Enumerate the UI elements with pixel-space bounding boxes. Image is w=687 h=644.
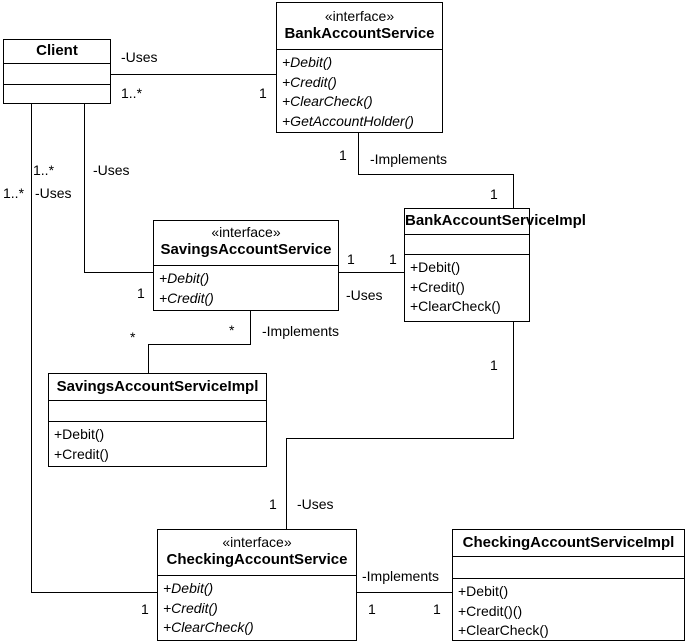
multiplicity-label: 1 [368,601,376,617]
client-attributes-compartment [4,64,110,85]
multiplicity-label: * [229,322,235,338]
checking-account-service-impl-operations: +Debit() +Credit()() +ClearCheck() [453,579,684,641]
operation-clear-check: +ClearCheck() [163,619,254,635]
savings-account-service-impl-header: SavingsAccountServiceImpl [49,374,266,401]
checking-account-service-operations: +Debit() +Credit() +ClearCheck() [158,576,356,638]
checking-account-service-impl-attributes [453,557,684,579]
savings-account-service-impl-operations: +Debit() +Credit() [49,422,266,464]
interface-stereotype: «interface» [222,534,292,550]
operation-get-account-holder: +GetAccountHolder() [282,112,414,129]
savings-account-service-impl-attributes [49,401,266,422]
operation-clear-check: +ClearCheck() [282,93,373,109]
interface-stereotype: «interface» [211,224,281,240]
role-label: -Implements [370,151,448,167]
operation-debit: +Debit() [458,583,509,599]
operation-credit: +Credit() [282,73,337,90]
operation-credit: +Credit() [54,445,109,462]
operation-credit: +Credit() [159,289,214,306]
operation-credit: +Credit() [410,278,465,295]
multiplicity-label: 1..* [33,162,55,178]
role-label: -Uses [121,49,158,65]
role-label: -Implements [362,568,440,584]
operation-debit: +Debit() [54,426,105,442]
bank-account-service-impl-class[interactable]: BankAccountServiceImpl +Debit() +Credit(… [404,208,586,322]
operation-credit: +Credit() [163,599,218,616]
multiplicity-label: 1 [389,251,397,267]
bank-account-service-impl-operations: +Debit() +Credit() +ClearCheck() [405,255,529,317]
multiplicity-label: 1..* [3,185,25,201]
multiplicity-label: 1 [490,186,498,202]
bank-account-service-impl-attributes [405,235,529,255]
operation-debit: +Debit() [410,259,461,275]
multiplicity-label: 1 [433,601,441,617]
multiplicity-label: 1 [490,357,498,373]
savings-account-service-header: «interface» SavingsAccountService [154,221,338,266]
multiplicity-label: * [130,329,136,345]
bank-account-service-operations: +Debit() +Credit() +ClearCheck() +GetAcc… [277,50,442,131]
operation-debit: +Debit() [163,580,214,596]
operation-clear-check: +ClearCheck() [458,622,549,638]
operation-debit: +Debit() [159,270,210,286]
client-class[interactable]: Client [3,39,111,104]
client-class-name: Client [36,42,78,59]
checking-account-service-impl-class[interactable]: CheckingAccountServiceImpl +Debit() +Cre… [452,529,685,641]
bank-account-service-impl-name: BankAccountServiceImpl [405,212,586,229]
savings-account-service-operations: +Debit() +Credit() [154,266,338,308]
operation-debit: +Debit() [282,54,333,70]
checking-account-service-impl-header: CheckingAccountServiceImpl [453,530,684,557]
assoc-bankimpl-checking [286,321,514,530]
checking-account-service-class[interactable]: «interface» CheckingAccountService +Debi… [157,529,357,641]
bank-account-service-impl-header: BankAccountServiceImpl [405,209,586,235]
role-label: -Uses [346,287,383,303]
multiplicity-label: 1 [141,601,149,617]
role-label: -Uses [35,185,72,201]
operation-credit: +Credit()() [458,602,523,619]
multiplicity-label: 1 [347,251,355,267]
checking-account-service-header: «interface» CheckingAccountService [158,530,356,576]
savings-account-service-impl-class[interactable]: SavingsAccountServiceImpl +Debit() +Cred… [48,373,267,467]
savings-account-service-class[interactable]: «interface» SavingsAccountService +Debit… [153,220,339,311]
bank-account-service-name: BankAccountService [284,25,435,42]
client-name-compartment: Client [4,40,110,64]
multiplicity-label: 1 [137,285,145,301]
savings-account-service-name: SavingsAccountService [160,241,332,258]
multiplicity-label: 1 [269,496,277,512]
assoc-client-savings [84,103,153,273]
role-label: -Uses [93,162,130,178]
bank-account-service-class[interactable]: «interface» BankAccountService +Debit() … [276,2,443,133]
operation-clear-check: +ClearCheck() [410,298,501,314]
role-label: -Implements [262,323,340,339]
role-label: -Uses [297,496,334,512]
multiplicity-label: 1 [339,147,347,163]
multiplicity-label: 1 [259,85,267,101]
savings-account-service-impl-name: SavingsAccountServiceImpl [56,378,259,395]
impl-bank [358,132,514,209]
checking-account-service-name: CheckingAccountService [166,551,348,568]
checking-account-service-impl-name: CheckingAccountServiceImpl [462,534,675,551]
multiplicity-label: 1..* [121,85,143,101]
impl-savings [148,310,251,374]
interface-stereotype: «interface» [324,8,395,24]
assoc-client-checking [31,103,157,593]
bank-account-service-header: «interface» BankAccountService [277,3,442,50]
